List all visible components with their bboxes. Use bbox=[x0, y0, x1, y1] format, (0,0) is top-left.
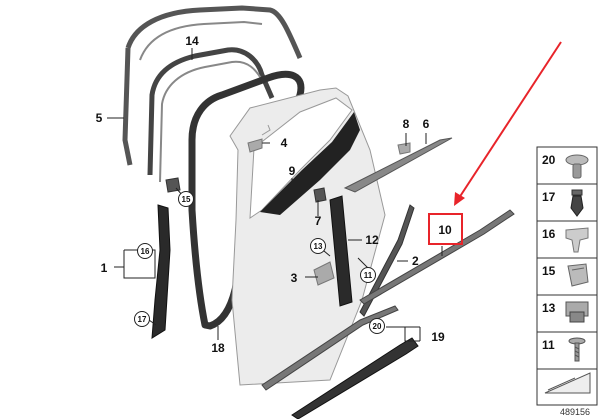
panel-label-16: 16 bbox=[542, 227, 556, 241]
label-14: 14 bbox=[185, 34, 199, 48]
clip-icon bbox=[565, 227, 589, 253]
clip-part-7 bbox=[313, 187, 327, 203]
wedge-icon bbox=[544, 372, 591, 394]
waist-seal-10 bbox=[359, 209, 515, 305]
window-channel bbox=[343, 137, 453, 193]
parts-panel: 20 17 16 15 13 11 bbox=[536, 146, 598, 406]
cover-clip bbox=[397, 142, 411, 155]
panel-label-17: 17 bbox=[542, 190, 556, 204]
door-panel bbox=[229, 87, 386, 386]
label-17-circled: 17 bbox=[138, 315, 147, 324]
label-1: 1 bbox=[101, 261, 108, 275]
label-16-circled: 16 bbox=[141, 247, 150, 256]
rocker-trim bbox=[291, 337, 419, 419]
screw-icon bbox=[568, 337, 586, 362]
label-circles bbox=[134, 191, 385, 334]
label-15-circled: 15 bbox=[182, 195, 191, 204]
label-20-circled: 20 bbox=[373, 322, 382, 331]
window-frame-seal bbox=[122, 5, 303, 166]
label-2: 2 bbox=[412, 254, 419, 268]
guide-bracket bbox=[247, 138, 263, 153]
highlight-arrow bbox=[458, 41, 562, 199]
label-11-circled: 11 bbox=[364, 271, 373, 280]
pillar-trim bbox=[329, 195, 353, 307]
label-4: 4 bbox=[281, 136, 288, 150]
push-rivet-icon bbox=[565, 154, 589, 179]
handle-mount bbox=[313, 261, 335, 286]
clip-nut-icon bbox=[565, 301, 589, 323]
leader-lines bbox=[107, 48, 443, 342]
panel-label-11: 11 bbox=[542, 338, 555, 352]
label-19: 19 bbox=[431, 330, 445, 344]
label-12: 12 bbox=[365, 233, 379, 247]
highlight-arrowhead bbox=[454, 192, 465, 206]
panel-label-15: 15 bbox=[542, 264, 556, 278]
seal-piece-1 bbox=[151, 204, 171, 339]
label-13-circled: 13 bbox=[314, 242, 323, 251]
label-7: 7 bbox=[315, 214, 322, 228]
sill-strip bbox=[261, 305, 399, 391]
clip-icon bbox=[567, 263, 589, 287]
panel-label-20: 20 bbox=[542, 153, 556, 167]
label-5: 5 bbox=[96, 111, 103, 125]
expanding-clip-icon bbox=[570, 189, 584, 217]
label-6: 6 bbox=[423, 117, 430, 131]
highlight-box bbox=[428, 213, 463, 245]
label-18: 18 bbox=[211, 341, 225, 355]
label-8: 8 bbox=[403, 117, 410, 131]
label-3: 3 bbox=[291, 271, 298, 285]
reference-number: 489156 bbox=[560, 407, 590, 417]
label-9: 9 bbox=[289, 164, 296, 178]
panel-label-13: 13 bbox=[542, 301, 556, 315]
label-10: 10 bbox=[438, 223, 452, 237]
trim-strip-2 bbox=[359, 204, 415, 317]
outer-door-seal bbox=[147, 47, 275, 183]
